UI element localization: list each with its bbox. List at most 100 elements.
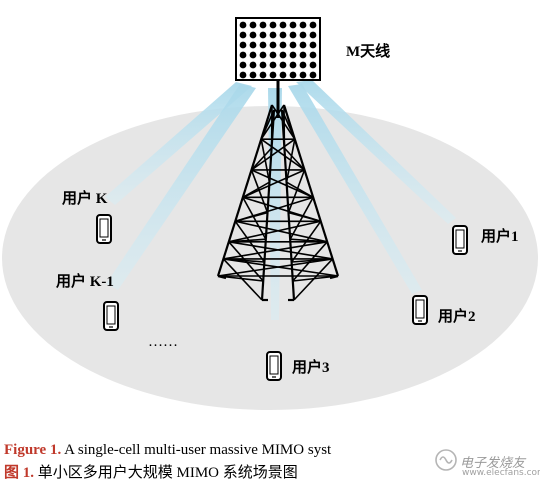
caption-english-text: A single-cell multi-user massive MIMO sy… bbox=[61, 442, 332, 458]
tower-brace bbox=[292, 275, 339, 282]
antenna-element bbox=[269, 41, 277, 49]
antenna-element bbox=[289, 21, 297, 29]
user-devices bbox=[96, 214, 468, 381]
antenna-element bbox=[289, 61, 297, 69]
beam-to-user-k bbox=[105, 82, 252, 205]
phone-icon bbox=[452, 225, 468, 255]
antenna-element bbox=[309, 41, 317, 49]
tower-brace bbox=[242, 196, 267, 240]
label-user-3: 用户3 bbox=[292, 360, 330, 376]
tower-brace bbox=[251, 138, 296, 171]
tower-brace bbox=[287, 169, 306, 213]
antenna-element bbox=[289, 71, 297, 79]
antenna-element bbox=[289, 41, 297, 49]
antenna-element bbox=[309, 51, 317, 59]
antenna-element bbox=[279, 41, 287, 49]
antenna-element bbox=[259, 41, 267, 49]
antenna-element bbox=[279, 31, 287, 39]
phone-icon bbox=[412, 295, 428, 325]
antenna-element bbox=[289, 51, 297, 59]
antenna-element bbox=[299, 41, 307, 49]
watermark-url: www.elecfans.com bbox=[462, 468, 540, 478]
antenna-element bbox=[239, 41, 247, 49]
antenna-element bbox=[309, 71, 317, 79]
caption-chinese-prefix: 图 1. bbox=[4, 465, 35, 481]
phone-icon bbox=[266, 351, 282, 381]
antenna-label: M天线 bbox=[346, 44, 391, 60]
tower-lattice bbox=[217, 104, 339, 301]
tower-brace bbox=[289, 196, 314, 240]
tower-brace bbox=[217, 275, 264, 282]
antenna-array bbox=[235, 17, 321, 81]
tower-brace bbox=[283, 147, 306, 171]
caption-english: Figure 1. A single-cell multi-user massi… bbox=[4, 442, 331, 459]
antenna-element bbox=[259, 51, 267, 59]
tower-brace bbox=[251, 169, 314, 199]
phone-icon bbox=[96, 214, 112, 244]
tower-brace bbox=[242, 181, 270, 199]
antenna-element bbox=[269, 51, 277, 59]
antenna-element bbox=[289, 31, 297, 39]
watermark-text: 电子发烧友 bbox=[460, 456, 526, 471]
antenna-element bbox=[249, 71, 257, 79]
antenna-element bbox=[309, 21, 317, 29]
beam-to-user-k-1 bbox=[106, 84, 256, 290]
caption-chinese-text: 单小区多用户大规模 MIMO 系统场景图 bbox=[34, 465, 298, 481]
antenna-element bbox=[249, 31, 257, 39]
antenna-element bbox=[309, 61, 317, 69]
beam-to-user-2 bbox=[288, 84, 422, 294]
antenna-element bbox=[249, 61, 257, 69]
tower-brace bbox=[260, 139, 271, 183]
tower-brace bbox=[288, 211, 321, 223]
beams bbox=[105, 80, 456, 320]
antenna-element bbox=[249, 41, 257, 49]
beam-to-user-1 bbox=[296, 80, 456, 224]
antenna-element bbox=[299, 71, 307, 79]
caption-chinese: 图 1. 单小区多用户大规模 MIMO 系统场景图 bbox=[4, 461, 298, 482]
label-user-1: 用户1 bbox=[481, 229, 519, 245]
lattice-tower bbox=[216, 104, 340, 302]
tower-brace bbox=[235, 220, 328, 243]
tower-brace bbox=[242, 169, 305, 199]
watermark-logo bbox=[435, 449, 457, 471]
antenna-element bbox=[259, 71, 267, 79]
antenna-element bbox=[259, 31, 267, 39]
antenna-element bbox=[249, 21, 257, 29]
tower-brace bbox=[228, 220, 321, 243]
antenna-element bbox=[269, 61, 277, 69]
more-users-ellipsis: …… bbox=[148, 334, 178, 350]
antenna-elements bbox=[239, 21, 317, 79]
tower-brace bbox=[281, 109, 296, 140]
antenna-element bbox=[299, 31, 307, 39]
antenna-element bbox=[239, 51, 247, 59]
tower-brace bbox=[286, 181, 314, 199]
antenna-element bbox=[239, 61, 247, 69]
tower-brace bbox=[235, 211, 268, 223]
antenna-element bbox=[279, 71, 287, 79]
antenna-element bbox=[279, 61, 287, 69]
antenna-element bbox=[279, 21, 287, 29]
antenna-element bbox=[309, 31, 317, 39]
antenna-element bbox=[299, 61, 307, 69]
tower-brace bbox=[260, 138, 305, 171]
antenna-element bbox=[269, 71, 277, 79]
antenna-element bbox=[239, 21, 247, 29]
label-user-2: 用户2 bbox=[438, 309, 476, 325]
antenna-element bbox=[249, 51, 257, 59]
antenna-element bbox=[239, 31, 247, 39]
antenna-element bbox=[259, 21, 267, 29]
tower-brace bbox=[250, 169, 269, 213]
antenna-element bbox=[239, 71, 247, 79]
label-user-k: 用户 K bbox=[62, 191, 108, 207]
antenna-element bbox=[299, 21, 307, 29]
antenna-element bbox=[299, 51, 307, 59]
antenna-element bbox=[259, 61, 267, 69]
phone-icon bbox=[103, 301, 119, 331]
tower-brace bbox=[260, 109, 275, 140]
tower-brace bbox=[285, 139, 296, 183]
antenna-element bbox=[279, 51, 287, 59]
caption-english-prefix: Figure 1. bbox=[4, 442, 62, 458]
tower-brace bbox=[250, 147, 273, 171]
